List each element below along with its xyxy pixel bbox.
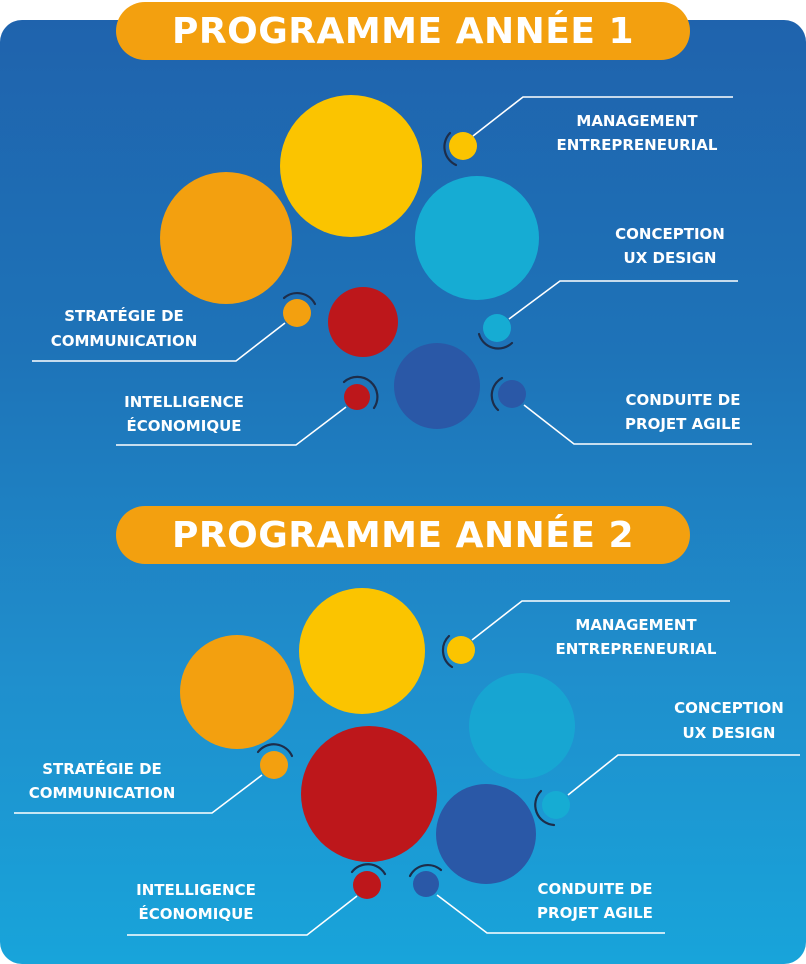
dot-intelligence xyxy=(353,871,381,899)
label-conduite-line2: PROJET AGILE xyxy=(537,904,653,922)
arc-management xyxy=(441,634,454,669)
label-management-line2: ENTREPRENEURIAL xyxy=(556,640,717,658)
dot-conception xyxy=(483,314,511,342)
label-management-line1: MANAGEMENT xyxy=(575,616,697,634)
label-strategie-line2: COMMUNICATION xyxy=(29,784,176,802)
arc-intelligence xyxy=(350,863,387,876)
bubble-strategie-large xyxy=(160,172,292,304)
dot-conduite xyxy=(413,871,439,897)
label-conduite-line1: CONDUITE DE xyxy=(538,880,653,898)
arc-intelligence xyxy=(342,375,379,410)
label-management-line2: ENTREPRENEURIAL xyxy=(557,136,718,154)
dot-management xyxy=(447,636,475,664)
label-intelligence-line2: ÉCONOMIQUE xyxy=(139,904,254,923)
dot-strategie xyxy=(260,751,288,779)
label-conduite-line2: PROJET AGILE xyxy=(625,415,741,433)
leader-line-intelligence xyxy=(127,895,358,936)
label-strategie-line1: STRATÉGIE DE xyxy=(64,306,184,325)
bubble-conception-large xyxy=(415,176,539,300)
leader-line-conception xyxy=(567,754,800,796)
dot-conduite xyxy=(498,380,526,408)
program-2-diagram: MANAGEMENT ENTREPRENEURIAL CONCEPTION UX… xyxy=(14,588,800,936)
dot-intelligence xyxy=(344,384,370,410)
leader-line-conduite xyxy=(523,404,752,445)
bubble-intelligence-large xyxy=(301,726,437,862)
label-conception-line2: UX DESIGN xyxy=(624,249,717,267)
label-strategie-line2: COMMUNICATION xyxy=(51,332,198,350)
leader-line-management xyxy=(471,600,730,641)
bubble-strategie-large xyxy=(180,635,294,749)
arc-conception xyxy=(477,332,514,350)
leader-line-strategie xyxy=(14,774,263,814)
banner-programme-annee-2: PROGRAMME ANNÉE 2 xyxy=(116,506,690,564)
leader-line-management xyxy=(472,96,733,137)
arc-strategie xyxy=(256,743,294,758)
leader-line-conduite xyxy=(436,894,665,934)
banner-programme-annee-1: PROGRAMME ANNÉE 1 xyxy=(116,2,690,60)
label-conduite-line1: CONDUITE DE xyxy=(626,391,741,409)
program-1-diagram: MANAGEMENT ENTREPRENEURIAL CONCEPTION UX… xyxy=(32,95,752,446)
bubble-conception-large xyxy=(469,673,575,779)
bubble-conduite-large xyxy=(394,343,480,429)
arc-management xyxy=(443,131,458,167)
label-strategie-line1: STRATÉGIE DE xyxy=(42,759,162,778)
dot-strategie xyxy=(283,299,311,327)
bubble-management-large xyxy=(299,588,425,714)
leader-line-strategie xyxy=(32,322,286,362)
label-intelligence-line1: INTELLIGENCE xyxy=(136,881,256,899)
label-conception-line2: UX DESIGN xyxy=(683,724,776,742)
arc-strategie xyxy=(282,291,317,306)
bubble-intelligence-large xyxy=(328,287,398,357)
label-management-line1: MANAGEMENT xyxy=(576,112,698,130)
bubble-conduite-large xyxy=(436,784,536,884)
leader-line-intelligence xyxy=(116,406,347,446)
arc-conduite xyxy=(490,376,504,412)
arc-conduite xyxy=(408,863,443,878)
label-conception-line1: CONCEPTION xyxy=(674,699,784,717)
arc-conception xyxy=(534,789,556,827)
bubble-management-large xyxy=(280,95,422,237)
label-intelligence-line1: INTELLIGENCE xyxy=(124,393,244,411)
leader-line-conception xyxy=(508,280,738,320)
label-intelligence-line2: ÉCONOMIQUE xyxy=(127,416,242,435)
dot-conception xyxy=(542,791,570,819)
label-conception-line1: CONCEPTION xyxy=(615,225,725,243)
dot-management xyxy=(449,132,477,160)
